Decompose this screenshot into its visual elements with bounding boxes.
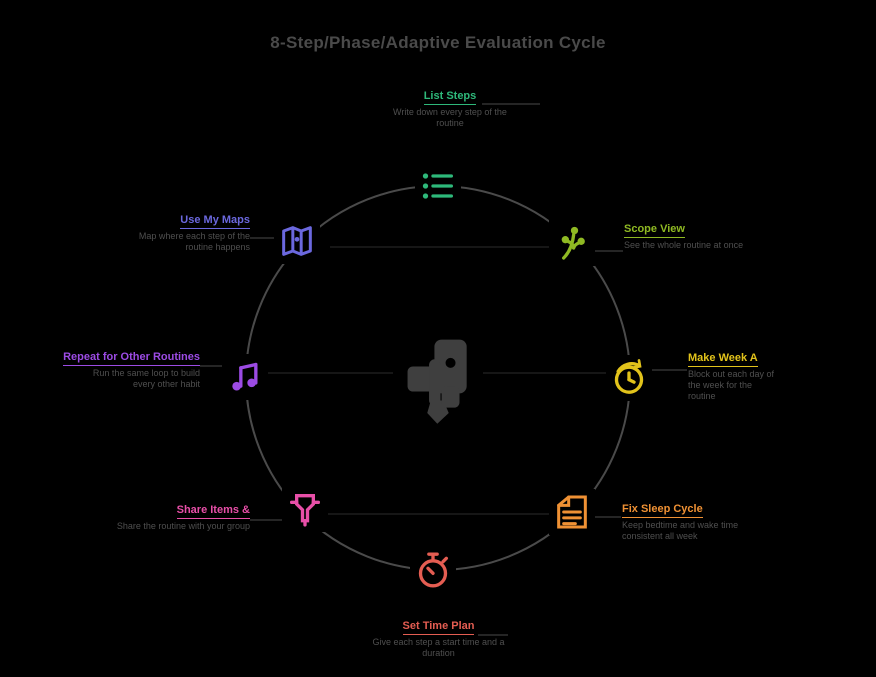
step-title: Scope View	[624, 223, 685, 238]
step-title: Share Items &	[176, 504, 250, 519]
step-label-make-week-a: Make Week A Block out each day of the we…	[688, 350, 853, 402]
plant-icon	[549, 220, 595, 266]
step-description-line: every other habit	[132, 379, 200, 389]
timer-icon	[410, 547, 456, 593]
step-title: Repeat for Other Routines	[63, 351, 200, 366]
hand-holding-phone-icon	[393, 330, 483, 428]
step-description-line: Share the routine with your group	[116, 521, 250, 531]
step-label-scope-view: Scope View See the whole routine at once	[624, 221, 799, 251]
report-icon	[549, 489, 595, 535]
step-description-line: Map where each step of the	[138, 231, 250, 241]
step-label-list-steps: List Steps Write down every step of the …	[350, 88, 550, 129]
step-description-line: routine	[688, 391, 716, 401]
step-description-line: Block out each day of	[688, 369, 775, 379]
step-label-share-items: Share Items & Share the routine with you…	[78, 502, 250, 532]
step-title: Set Time Plan	[402, 620, 475, 635]
step-description-line: routine happens	[185, 242, 250, 252]
step-title: Fix Sleep Cycle	[622, 503, 703, 518]
history-clock-icon	[606, 355, 652, 401]
page-title: 8-Step/Phase/Adaptive Evaluation Cycle	[270, 33, 606, 52]
step-description-line: duration	[422, 648, 455, 658]
step-description-line: Give each step a start time and a	[372, 637, 505, 647]
step-description-line: consistent all week	[622, 531, 698, 541]
step-title: Use My Maps	[180, 214, 250, 229]
step-description-line: routine	[436, 118, 464, 128]
step-description-line: See the whole routine at once	[624, 240, 744, 250]
step-description-line: Write down every step of the	[393, 107, 507, 117]
step-label-fix-sleep-cycle: Fix Sleep Cycle Keep bedtime and wake ti…	[622, 501, 797, 542]
step-description-line: the week for the	[688, 380, 753, 390]
checklist-icon	[415, 163, 461, 209]
funnel-icon	[282, 486, 328, 532]
step-description-line: Keep bedtime and wake time	[622, 520, 739, 530]
step-label-use-my-maps: Use My Maps Map where each step of the r…	[80, 212, 250, 253]
step-label-set-time-plan: Set Time Plan Give each step a start tim…	[346, 618, 531, 659]
step-description-line: Run the same loop to build	[92, 368, 200, 378]
step-title: Make Week A	[688, 352, 758, 367]
music-notes-icon	[222, 354, 268, 400]
step-label-repeat-for-other-routines: Repeat for Other Routines Run the same l…	[30, 349, 200, 390]
step-title: List Steps	[423, 90, 477, 105]
map-icon	[274, 218, 320, 264]
